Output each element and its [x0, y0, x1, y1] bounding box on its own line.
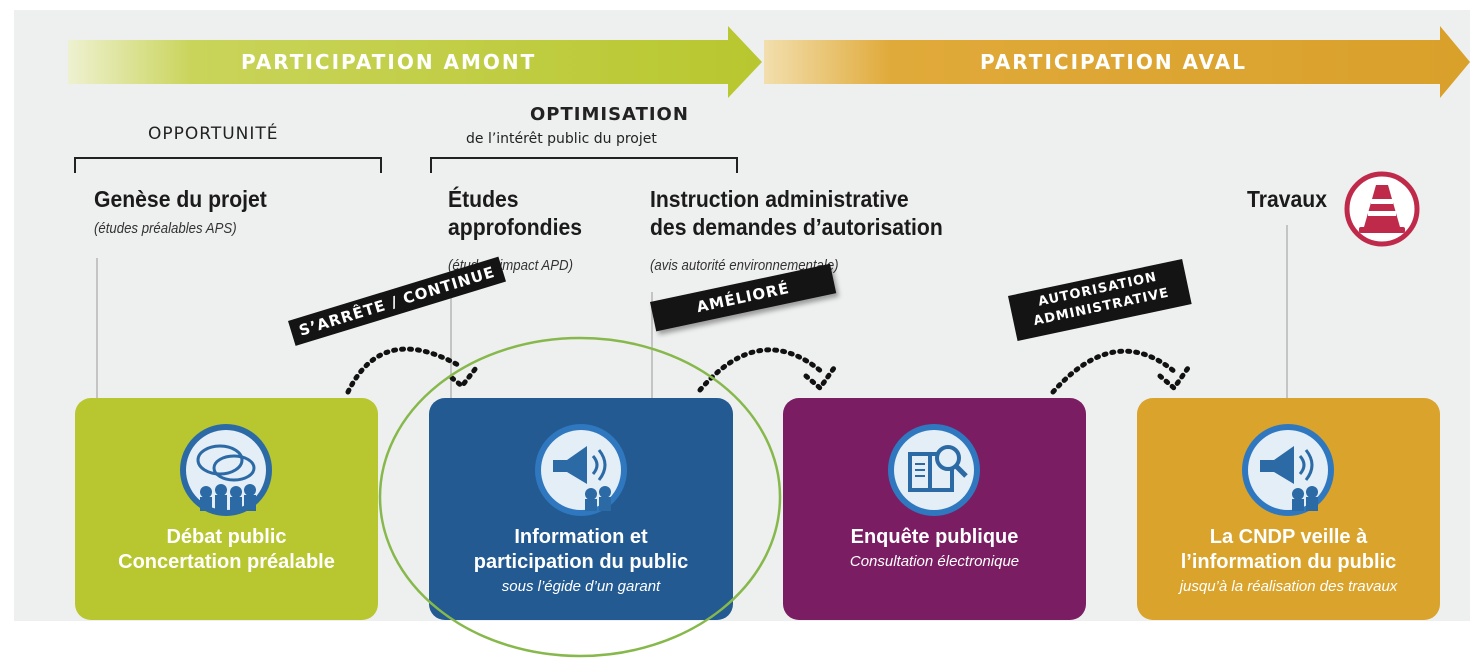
box-information-line2: participation du public: [473, 551, 689, 573]
phase-instruction-title-1: Instruction administrative: [650, 186, 909, 212]
speech-bubbles-icon: [180, 424, 272, 516]
arrow-label-amont: PARTICIPATION AMONT: [241, 50, 537, 74]
box-debat-line1: Débat public: [166, 526, 287, 548]
connector-genese: [96, 258, 98, 400]
phase-arrows: [68, 26, 1470, 98]
section-optimisation: OPTIMISATION: [530, 104, 689, 125]
box-information-sub: sous l’égide d’un garant: [501, 578, 661, 595]
phase-travaux-title: Travaux: [1247, 186, 1327, 212]
phase-instruction-title-2: des demandes d’autorisation: [650, 214, 943, 240]
box-information-participation: Information et participation du public s…: [429, 398, 733, 620]
amont-arrow: [68, 26, 762, 98]
connector-instruction: [651, 292, 653, 400]
phase-etudes-title-2: approfondies: [448, 214, 583, 240]
box-cndp-line2: l’information du public: [1180, 551, 1397, 573]
dotted-arrow-1: [345, 346, 463, 395]
box-cndp-sub: jusqu’à la réalisation des travaux: [1179, 578, 1398, 595]
megaphone-icon: [1242, 424, 1334, 516]
box-cndp-veille: La CNDP veille à l’information du public…: [1137, 398, 1440, 620]
traffic-cone-icon: [1344, 171, 1420, 247]
bracket-opportunite: [74, 157, 382, 173]
phase-genese-sub: (études préalables APS): [94, 220, 237, 237]
phase-etudes-title-1: Études: [448, 186, 519, 212]
box-enquete-line1: Enquête publique: [850, 526, 1019, 548]
phase-instruction-sub: (avis autorité environnementale): [650, 257, 839, 274]
box-debat-line2: Concertation préalable: [118, 551, 335, 573]
connector-travaux: [1286, 225, 1288, 400]
dotted-arrow-3: [1050, 348, 1178, 395]
arrow-label-aval: PARTICIPATION AVAL: [980, 50, 1248, 74]
phase-genese-title: Genèse du projet: [94, 186, 267, 212]
dotted-arrow-2: [697, 347, 825, 393]
box-cndp-line1: La CNDP veille à: [1209, 526, 1368, 548]
megaphone-icon: [535, 424, 627, 516]
box-debat-public: Débat public Concertation préalable: [75, 398, 378, 620]
connector-etudes: [450, 292, 452, 400]
box-information-line1: Information et: [514, 526, 648, 548]
box-enquete-publique: Enquête publique Consultation électroniq…: [783, 398, 1086, 620]
section-optimisation-sub: de l’intérêt public du projet: [466, 131, 657, 147]
bracket-optimisation: [430, 157, 738, 173]
box-enquete-sub: Consultation électronique: [849, 553, 1020, 570]
aval-arrow: [764, 26, 1470, 98]
section-opportunite: OPPORTUNITÉ: [148, 124, 279, 144]
document-search-icon: [888, 424, 980, 516]
